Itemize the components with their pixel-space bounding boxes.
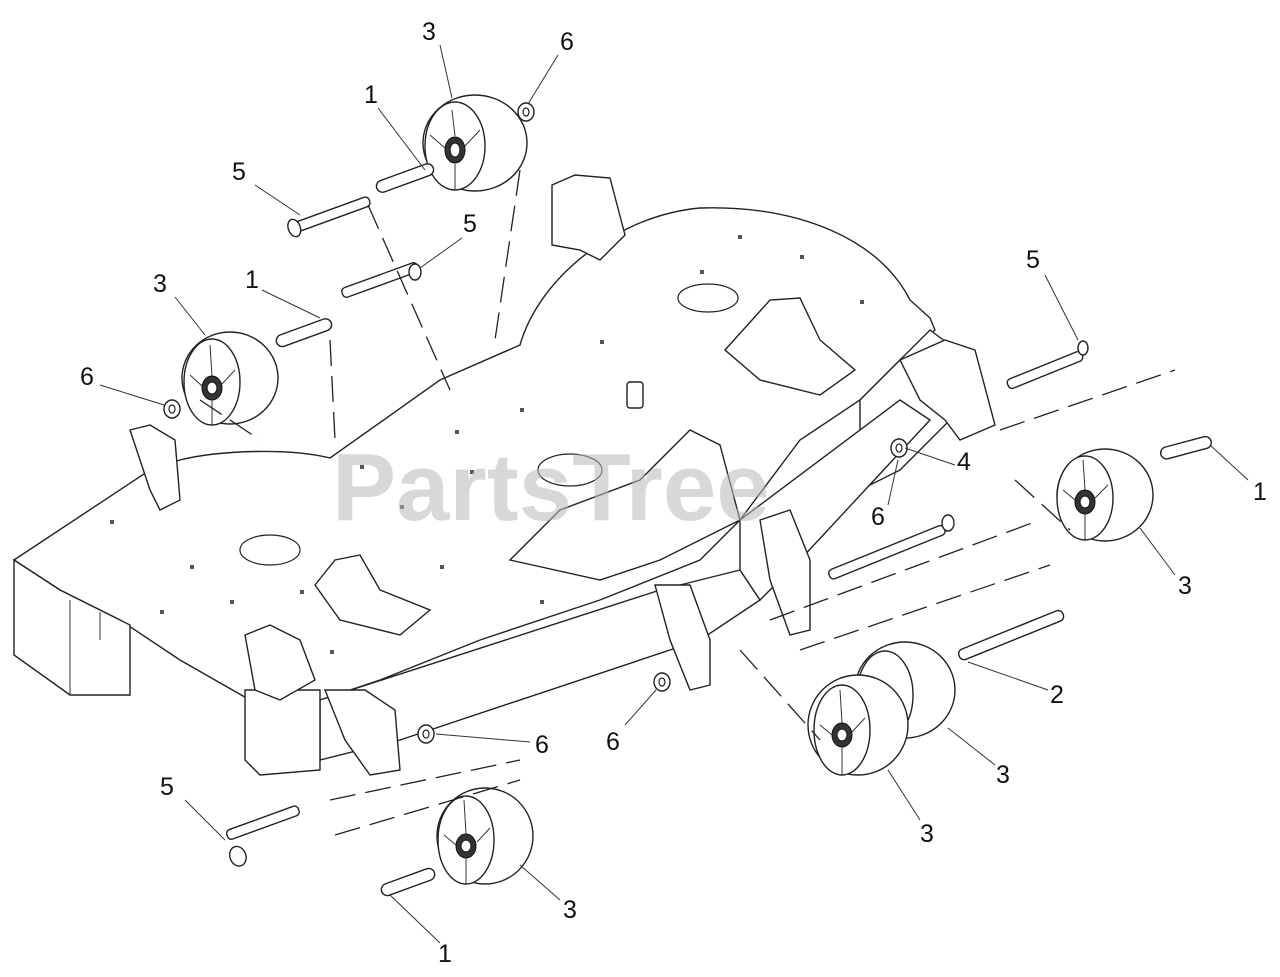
anti-scalp-roller-bottom xyxy=(436,787,534,885)
callout-label: 4 xyxy=(957,448,971,476)
callout-label: 3 xyxy=(153,270,167,298)
callout-label: 3 xyxy=(920,820,934,848)
callout-label: 3 xyxy=(422,18,436,46)
callout-label: 1 xyxy=(245,266,259,294)
callout-label: 6 xyxy=(535,731,549,759)
callout-labels: 3 6 1 5 5 3 1 6 5 4 6 1 3 2 3 3 6 6 5 3 … xyxy=(80,18,1267,968)
callout-leaders xyxy=(99,44,1249,944)
callout-label: 5 xyxy=(160,773,174,801)
mower-deck xyxy=(12,174,996,776)
anti-scalp-roller-top xyxy=(422,94,528,192)
callout-label: 5 xyxy=(1026,246,1040,274)
bolt-parts xyxy=(225,196,1089,867)
callout-label: 3 xyxy=(996,761,1010,789)
nut-parts xyxy=(163,102,908,744)
callout-label: 2 xyxy=(1050,681,1064,709)
callout-label: 1 xyxy=(438,940,452,968)
callout-label: 1 xyxy=(364,81,378,109)
callout-label: 5 xyxy=(232,158,246,186)
anti-scalp-roller-left xyxy=(181,331,279,426)
callout-label: 6 xyxy=(871,503,885,531)
callout-label: 6 xyxy=(80,363,94,391)
assembly-dash-lines xyxy=(199,169,1176,836)
callout-label: 5 xyxy=(463,210,477,238)
anti-scalp-roller-front xyxy=(807,674,909,776)
callout-label: 3 xyxy=(1178,572,1192,600)
spacer-parts xyxy=(275,163,1212,897)
callout-label: 6 xyxy=(606,728,620,756)
partstree-watermark: PartsTree xyxy=(332,434,770,541)
callout-label: 1 xyxy=(1253,478,1267,506)
callout-label: 6 xyxy=(560,28,574,56)
anti-scalp-roller-right xyxy=(1056,448,1154,542)
callout-label: 3 xyxy=(563,896,577,924)
